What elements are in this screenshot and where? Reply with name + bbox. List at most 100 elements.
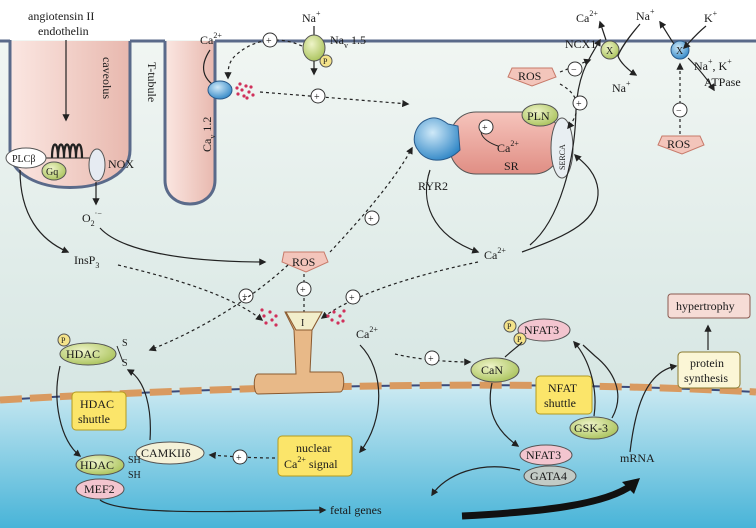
gpcr-receptor [50,143,84,159]
plcb-label: PLCβ [12,154,35,165]
nuclear-ca-label-1: nuclear [296,441,331,455]
nfat3-phosphate-2 [513,332,527,346]
ncx-na-in-label: Na+ [636,7,655,23]
hdac-cyto-label: HDAC [66,347,100,361]
hdac-nuclear [75,454,125,476]
ros-sr [507,67,557,87]
hdac-cyto [59,342,117,366]
hdac-nuclear-label: HDAC [80,458,114,472]
protein-synthesis-box [677,351,741,389]
stimulus-label-2: endothelin [38,24,89,38]
plus-8: + [242,292,248,303]
cav12-channel [207,80,233,100]
disulfide-s1: S [122,338,128,349]
caveolus-label: caveolus [100,57,114,99]
cav12-calcium-burst [235,82,255,100]
gsk3-label: GSK-3 [574,421,608,435]
nak-x-label: X [676,46,684,57]
hdac-shuttle-label-2: shuttle [78,412,110,426]
nfat3-nuclear [519,444,573,466]
nuclear-ca-signal-box [277,435,353,477]
sh-label-1: SH [128,455,141,466]
sh-label-2: SH [128,470,141,481]
ncx1-exchanger [600,40,620,60]
ros-nak-label: ROS [667,137,690,151]
plus-9: + [428,354,434,365]
nak-k-label: K+ [704,9,718,25]
nox-label: NOX [108,157,134,171]
ncx1-label: NCX1 [565,37,596,51]
gq-oval [41,161,67,181]
ncx-ca-label: Ca2+ [576,9,598,25]
hdac-phosphate [57,333,71,347]
nucleus [0,385,756,528]
t-tubule [163,41,217,206]
hdac-shuttle-box [71,391,127,431]
sr-ca-label: Ca2+ [497,139,519,155]
mrna-label: mRNA [620,451,655,465]
stimulus-label-1: angiotensin II [28,9,94,23]
protein-label-1: protein [690,356,724,370]
nfat3-phosphate-1 [503,319,517,333]
nfat-shuttle-label-1: NFAT [548,381,578,395]
serca-label: SERCA [558,144,567,170]
ryr2-label: RYR2 [418,179,448,193]
plus-5: + [368,214,374,225]
plus-2: + [314,92,320,103]
na-extracellular-label: Na+ [302,9,321,25]
nav15-phosphate [319,54,333,68]
cav12-label: Cav 1.2 [200,117,217,152]
ca-cytosol-label: Ca2+ [484,246,506,262]
nfat3-p2-label: P [517,335,522,344]
mef2-oval [75,478,125,500]
gata4-oval [523,465,577,487]
nfat-shuttle-box [535,375,593,415]
ca-nuclear-entry-label: Ca2+ [356,325,378,341]
nak-label-2: ATPase [704,75,741,89]
ip3r-calcium-burst-left [260,308,278,327]
can-oval [470,357,520,383]
plus-3: + [482,123,488,134]
superoxide-label: O2·− [82,209,102,228]
pln-label: PLN [527,109,550,123]
pln-oval [521,103,559,127]
plus-10: + [236,453,242,464]
nfat3-nuclear-label: NFAT3 [526,448,561,462]
ca-extracellular-label: Ca2+ [200,31,222,47]
ros-nak [657,135,705,155]
ip3r-label: I [301,318,304,329]
sr-label: SR [504,159,519,173]
nav15-p-label: P [323,57,328,66]
camkii-label: CAMKIIδ [141,446,191,460]
fetal-genes-label: fetal genes [330,503,382,517]
nfat3-cyto [517,318,571,342]
protein-label-2: synthesis [684,371,728,385]
nuclear-ca-label-2: Ca2+ signal [284,455,338,471]
hdac-shuttle-label-1: HDAC [80,397,114,411]
minus-1: − [571,65,577,76]
mef2-label: MEF2 [84,482,115,496]
gq-label: Gq [46,167,58,178]
ncx-na-out-label: Na+ [612,79,631,95]
hypertrophy-label: hypertrophy [676,299,735,313]
gata4-label: GATA4 [530,469,567,483]
gsk3-oval [569,416,619,440]
hdac-p-label: P [61,336,66,345]
ip3r-receptor [253,311,345,395]
ros-central [281,251,329,273]
disulfide-s2: S [122,358,128,369]
ip3r-calcium-burst-right [326,309,346,325]
nfat3-p1-label: P [507,322,512,331]
plus-6: + [349,293,355,304]
ryr2-channel [413,117,461,161]
hypertrophy-box [667,293,751,319]
nox-oval [88,148,106,182]
nfat-shuttle-label-2: shuttle [544,396,576,410]
plus-1: + [266,36,272,47]
ros-sr-label: ROS [518,69,541,83]
gene-expression-arrow [461,482,635,520]
nav15-label: Nav 1.5 [330,33,366,50]
t-tubule-label: T-tubule [145,62,159,102]
nfat3-cyto-label: NFAT3 [524,323,559,337]
